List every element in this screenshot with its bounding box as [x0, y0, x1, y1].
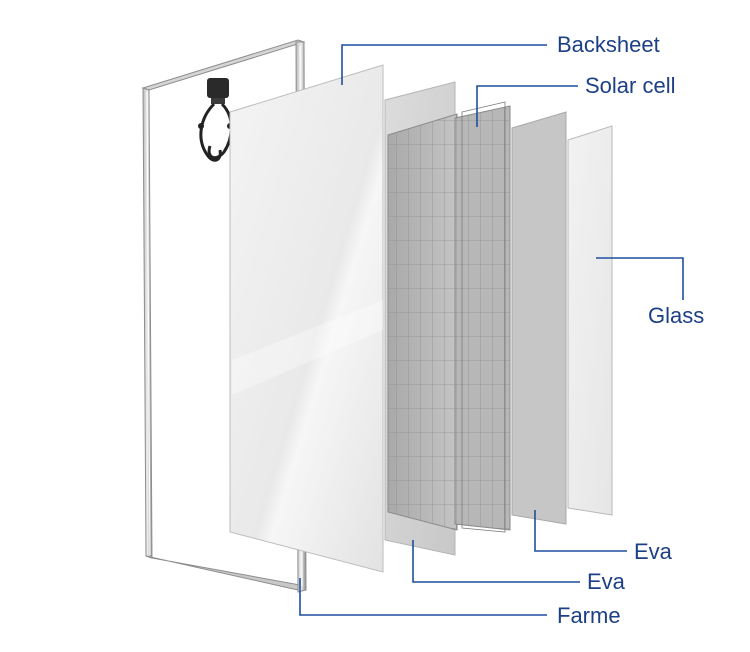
junction-box-icon	[198, 78, 233, 162]
eva-front-label: Eva	[634, 539, 672, 564]
solar-cell-label: Solar cell	[585, 73, 676, 98]
leader-eva-front	[534, 510, 627, 552]
leader-lines	[299, 44, 684, 616]
glass-label: Glass	[648, 303, 705, 328]
backsheet-label: Backsheet	[557, 32, 660, 57]
glass-layer	[567, 125, 613, 516]
leader-glass	[596, 257, 684, 300]
eva-back-label: Eva	[587, 569, 625, 594]
eva-front-layer	[511, 111, 567, 525]
leader-solar-cell	[476, 85, 578, 127]
leader-backsheet	[341, 44, 547, 85]
solar-cell-layer	[387, 101, 511, 533]
frame-label: Farme	[557, 603, 621, 628]
leader-eva-back	[412, 540, 580, 583]
backsheet-layer	[229, 64, 384, 573]
leader-frame	[299, 578, 547, 616]
